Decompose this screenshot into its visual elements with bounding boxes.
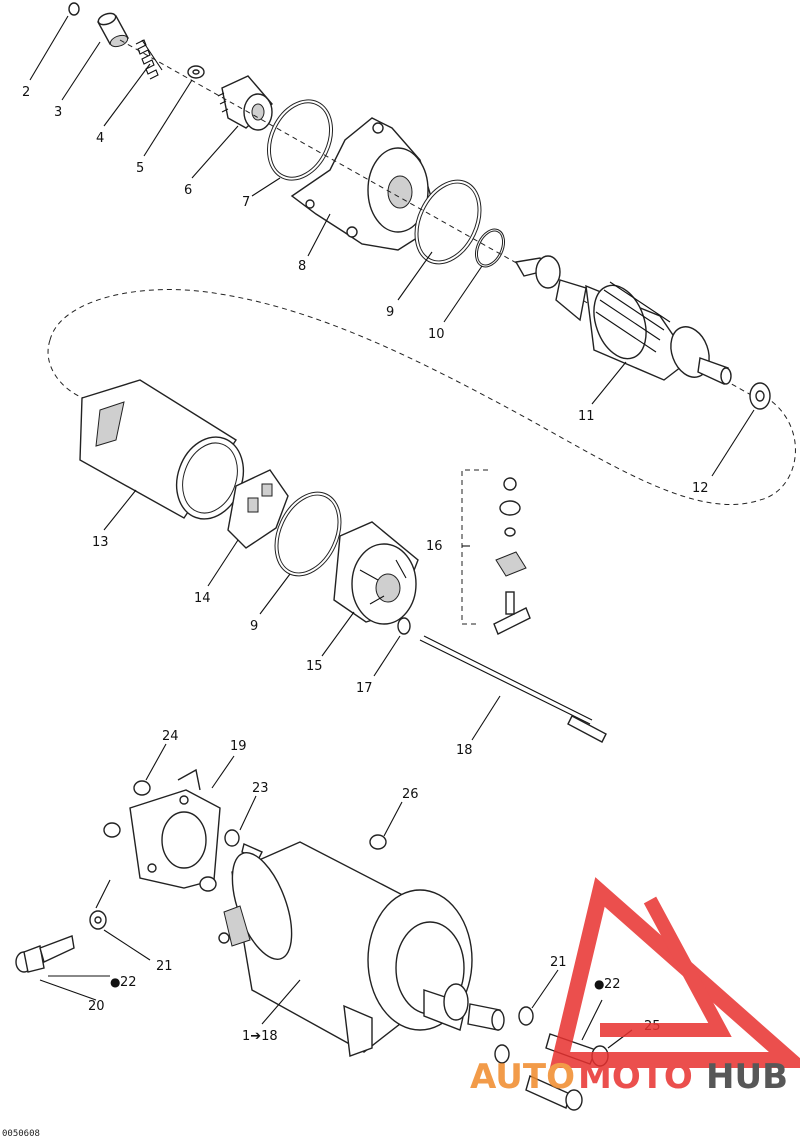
part-3-bushing xyxy=(96,12,130,48)
automotohub-watermark-logo: AUTO MOTO HUB xyxy=(470,877,800,1097)
part-4-spring xyxy=(135,39,163,80)
callout-15: 15 xyxy=(306,659,323,674)
callout-22-left: 22 xyxy=(120,975,137,990)
part-26-nut xyxy=(369,834,387,850)
leader-lines xyxy=(29,15,755,1049)
callout-1-to-18: 1➔18 xyxy=(242,1029,278,1044)
part-21-washer-right-2 xyxy=(494,1044,510,1064)
callout-21-right: 21 xyxy=(550,955,567,970)
callout-13: 13 xyxy=(92,535,109,550)
part-5-washer xyxy=(187,65,205,79)
part-9-o-ring-top xyxy=(414,179,482,265)
watermark-text-moto: MOTO xyxy=(578,1057,693,1097)
callout-18: 18 xyxy=(456,743,473,758)
part-6-pinion xyxy=(217,75,273,131)
part-19-bracket xyxy=(129,768,221,889)
callout-6: 6 xyxy=(184,183,192,198)
callout-17: 17 xyxy=(356,681,373,696)
part-19-nut-right xyxy=(199,876,217,892)
part-17-washer xyxy=(397,617,411,635)
callout-10: 10 xyxy=(428,327,445,342)
part-25-bolt-lower xyxy=(525,1075,583,1111)
callout-5: 5 xyxy=(136,161,144,176)
watermark-text-hub: HUB xyxy=(706,1057,788,1097)
callout-2: 2 xyxy=(22,85,30,100)
part-12-washer xyxy=(749,382,771,410)
callout-26: 26 xyxy=(402,787,419,802)
callout-9-mid: 9 xyxy=(250,619,258,634)
callout-16: 16 xyxy=(426,539,443,554)
callout-23: 23 xyxy=(252,781,269,796)
callout-8: 8 xyxy=(298,259,306,274)
part-11-armature xyxy=(514,255,732,385)
callout-22-right: 22 xyxy=(604,977,621,992)
callout-21-left: 21 xyxy=(156,959,173,974)
part-18-through-bolt xyxy=(419,635,607,743)
part-21-washer-right-1 xyxy=(518,1006,534,1026)
watermark-text-auto: AUTO xyxy=(470,1057,575,1097)
part-2-circlip xyxy=(68,2,80,16)
starter-motor-assembly xyxy=(218,841,505,1057)
oil-drop-icon-right: ● xyxy=(594,977,604,991)
callout-19: 19 xyxy=(230,739,247,754)
part-24-nut xyxy=(133,780,151,796)
part-15-end-cover xyxy=(333,521,419,625)
callout-11: 11 xyxy=(578,409,595,424)
part-8-drive-housing xyxy=(290,117,433,251)
drawing-code: 0050608 xyxy=(2,1129,40,1139)
oil-drop-icon-left: ● xyxy=(110,975,120,989)
part-16-terminal-kit xyxy=(461,469,531,635)
callout-9-top: 9 xyxy=(386,305,394,320)
callout-24: 24 xyxy=(162,729,179,744)
assembly-loop-path xyxy=(49,289,796,505)
part-14-brush-holder xyxy=(227,469,289,549)
callout-7: 7 xyxy=(242,195,250,210)
part-21-washer-left xyxy=(89,910,107,930)
part-20-socket-screw xyxy=(15,935,75,973)
callout-3: 3 xyxy=(54,105,62,120)
part-19-nut-left xyxy=(103,822,121,838)
callout-4: 4 xyxy=(96,131,104,146)
part-9-o-ring-mid xyxy=(274,491,342,577)
callout-14: 14 xyxy=(194,591,211,606)
part-13-yoke xyxy=(79,379,245,520)
callout-20: 20 xyxy=(88,999,105,1014)
part-7-o-ring xyxy=(267,99,333,181)
callout-12: 12 xyxy=(692,481,709,496)
